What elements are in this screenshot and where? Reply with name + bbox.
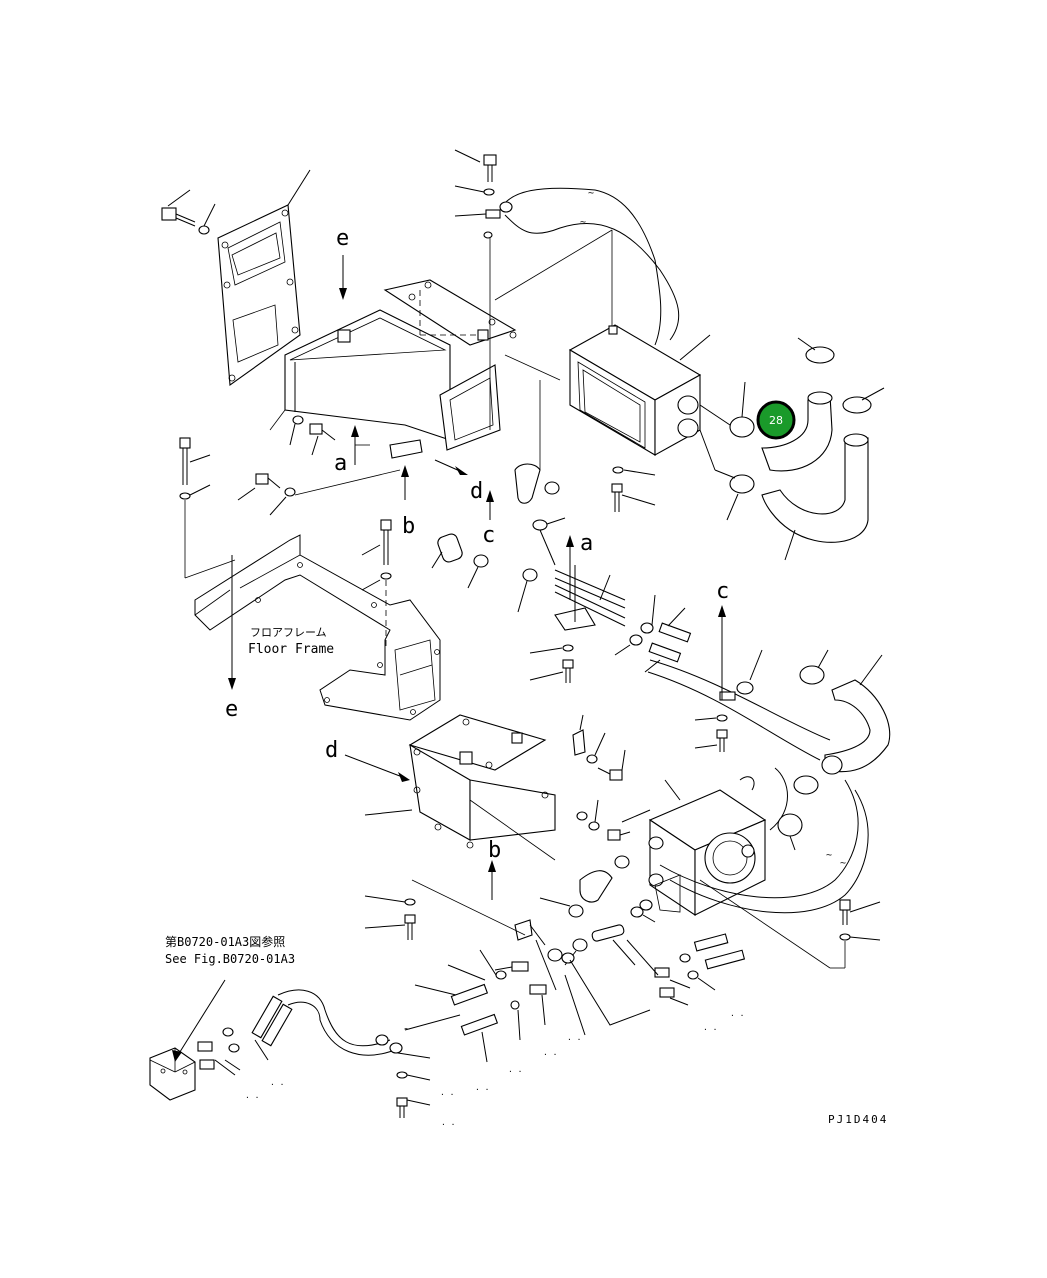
svg-text:. .: . . (730, 1009, 744, 1018)
hoses-lower-right (647, 649, 891, 914)
see-fig-jp: 第B0720-01A3図参照 (165, 934, 285, 949)
floor-frame-label-en: Floor Frame (248, 642, 334, 657)
view-letter-d-top: d (470, 479, 483, 504)
view-arrow-a-right: a (566, 531, 593, 600)
svg-text:. .: . . (703, 1023, 717, 1032)
tube-bracket (554, 565, 656, 656)
heater-unit-top (568, 324, 711, 512)
view-arrow-c-top: c (482, 490, 495, 548)
view-letter-c-right: c (716, 579, 729, 604)
view-letter-c-top: c (482, 523, 495, 548)
floor-frame-label: フロアフレーム Floor Frame (248, 626, 334, 657)
svg-text:~: ~ (826, 850, 832, 861)
lower-fittings (479, 855, 656, 1041)
svg-text:~: ~ (580, 217, 586, 228)
floor-frame-label-jp: フロアフレーム (250, 626, 327, 639)
lower-sleeves (414, 933, 746, 1063)
mounting-bracket (364, 714, 556, 861)
view-letter-a-right: a (580, 531, 593, 556)
hoses-middle (431, 463, 566, 613)
view-letter-b-top: b (402, 514, 415, 539)
hardware-center-lower (364, 879, 526, 940)
view-arrow-a-left: a (334, 425, 370, 476)
hardware-bracket-right (572, 714, 651, 841)
see-figure-note: 第B0720-01A3図参照 See Fig.B0720-01A3 (165, 934, 295, 1062)
svg-text:. .: . . (270, 1078, 284, 1087)
drawing-code: PJ1D404 (828, 1113, 888, 1126)
hardware-floor-bolts (361, 519, 574, 683)
callout-label: 28 (769, 414, 783, 427)
view-letter-e-top: e (336, 226, 349, 251)
view-arrow-e-bottom: e (225, 555, 238, 722)
hoses-top-right (699, 337, 885, 561)
leader-lines-upper (419, 229, 613, 470)
hardware-top-center (454, 149, 680, 346)
svg-text:. .: . . (475, 1083, 489, 1092)
view-arrow-b-bottom: b (488, 838, 501, 900)
view-letter-e-bottom: e (225, 697, 238, 722)
svg-text:. .: . . (441, 1118, 455, 1127)
svg-text:. .: . . (440, 1088, 454, 1097)
view-letter-b-bottom: b (488, 838, 501, 863)
protective-sleeves (644, 607, 763, 752)
svg-text:~: ~ (588, 188, 594, 199)
see-fig-en: See Fig.B0720-01A3 (165, 952, 295, 966)
callout-28[interactable]: 28 (756, 400, 796, 440)
view-arrow-b-top: b (401, 465, 415, 539)
svg-text:. .: . . (245, 1091, 259, 1100)
svg-text:~: ~ (840, 858, 846, 869)
heater-core-lower (648, 767, 788, 917)
svg-text:. .: . . (543, 1048, 557, 1057)
floor-frame (194, 534, 441, 721)
view-letter-a-left: a (334, 451, 347, 476)
duct-flange-plate (217, 169, 311, 387)
svg-text:. .: . . (567, 1033, 581, 1042)
view-arrow-d-top: d (434, 459, 483, 504)
view-arrow-d-bottom: d (325, 738, 410, 782)
view-letter-d-bottom: d (325, 738, 338, 763)
hardware-mid-left (179, 415, 401, 579)
main-duct (269, 279, 517, 459)
view-arrow-e-top: e (336, 226, 349, 300)
view-arrow-c-right: c (716, 579, 729, 700)
dot-markers: . . . . . . . . . . . . . . . . . . . . (245, 1009, 744, 1127)
bolt-upper-left (161, 189, 216, 235)
svg-text:. .: . . (508, 1065, 522, 1074)
hardware-lower-right (699, 879, 881, 969)
lower-left-assembly (149, 989, 461, 1118)
